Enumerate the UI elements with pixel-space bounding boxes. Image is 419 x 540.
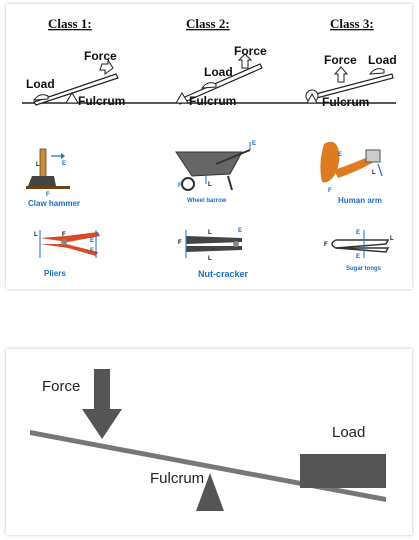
claw-hammer-caption: Claw hammer: [28, 199, 80, 208]
seesaw-fulcrum-label: Fulcrum: [150, 470, 204, 487]
class-2-load-label: Load: [204, 65, 233, 79]
sugar-tongs-letter-f: F: [324, 242, 328, 248]
class-2-fulcrum-label: Fulcrum: [189, 94, 236, 108]
human-arm-letter-l: L: [372, 170, 376, 176]
class-3-force-arrow-icon: [333, 66, 349, 83]
class-2-fulcrum-triangle: [175, 92, 189, 104]
class-2-lever: [175, 53, 263, 105]
seesaw-force-arrow-icon: [82, 369, 122, 439]
class-3-lever: [305, 66, 394, 104]
class-1-fulcrum-triangle: [65, 92, 79, 104]
seesaw-fulcrum-triangle: [196, 473, 224, 511]
nut-cracker-letter-e: E: [238, 228, 242, 234]
class-2-title: Class 2:: [186, 16, 230, 31]
wheel-barrow-letter-e: E: [252, 141, 256, 147]
pliers-caption: Pliers: [44, 269, 66, 278]
seesaw-force-label: Force: [42, 378, 80, 395]
claw-hammer-letter-e: E: [62, 161, 66, 167]
class-1-title: Class 1:: [48, 16, 92, 31]
nut-cracker-caption: Nut-cracker: [198, 269, 249, 279]
wheel-barrow-letter-f: F: [178, 183, 182, 189]
class-1-load-block: [32, 94, 49, 101]
class-3-force-label: Force: [324, 53, 357, 67]
human-arm-icon: [320, 141, 383, 183]
class-1-load-label: Load: [26, 77, 55, 91]
nut-cracker-letter-l-top: L: [208, 230, 212, 236]
class-1-lever: [32, 58, 119, 106]
class-2-force-arrow-icon: [237, 53, 253, 69]
seesaw-load-box: [300, 454, 386, 488]
pliers-letter-e-bottom: E: [90, 248, 94, 254]
lever-classes-diagram: Class 1: Force Load Fulcrum Class 2: For…: [22, 16, 397, 279]
class-1-force-label: Force: [84, 49, 117, 63]
sugar-tongs-caption: Sugar tongs: [346, 266, 382, 272]
human-arm-caption: Human arm: [338, 196, 382, 205]
human-arm-letter-e: E: [338, 152, 342, 158]
class-3-title: Class 3:: [330, 16, 374, 31]
nut-cracker-letter-f: F: [178, 240, 182, 246]
class-2-load-block: [200, 82, 217, 89]
class-1-fulcrum-label: Fulcrum: [78, 94, 125, 108]
class-3-load-block: [368, 68, 385, 75]
seesaw-panel: Force Load Fulcrum: [6, 349, 412, 535]
pliers-letter-e-top: E: [90, 238, 94, 244]
sugar-tongs-letter-l: L: [390, 236, 394, 242]
class-1-force-arrow-icon: [99, 58, 114, 75]
claw-hammer-icon: [26, 148, 70, 189]
human-arm-letter-f: F: [328, 188, 332, 194]
sugar-tongs-letter-e-bottom: E: [356, 254, 360, 260]
nut-cracker-icon: [185, 230, 242, 258]
seesaw-beam: [30, 430, 386, 502]
seesaw-load-label: Load: [332, 424, 365, 441]
wheel-barrow-caption: Wheel barrow: [187, 198, 227, 204]
sugar-tongs-letter-e-top: E: [356, 230, 360, 236]
class-3-load-label: Load: [368, 53, 397, 67]
class-1-beam: [33, 73, 119, 106]
class-3-fulcrum-triangle: [306, 92, 318, 104]
pliers-letter-l: L: [34, 232, 38, 238]
claw-hammer-letter-l: L: [36, 162, 40, 168]
claw-hammer-letter-f: F: [46, 192, 50, 198]
lever-classes-panel: Class 1: Force Load Fulcrum Class 2: For…: [6, 4, 412, 289]
wheel-barrow-icon: [175, 142, 251, 191]
class-2-force-label: Force: [234, 44, 267, 58]
wheel-barrow-letter-l: L: [208, 182, 212, 188]
sugar-tongs-icon: [331, 230, 390, 258]
seesaw-diagram: Force Load Fulcrum: [30, 369, 386, 511]
nut-cracker-letter-l-bottom: L: [208, 256, 212, 262]
pliers-icon: [39, 230, 100, 258]
class-3-fulcrum-label: Fulcrum: [322, 95, 369, 109]
pliers-letter-f: F: [62, 232, 66, 238]
